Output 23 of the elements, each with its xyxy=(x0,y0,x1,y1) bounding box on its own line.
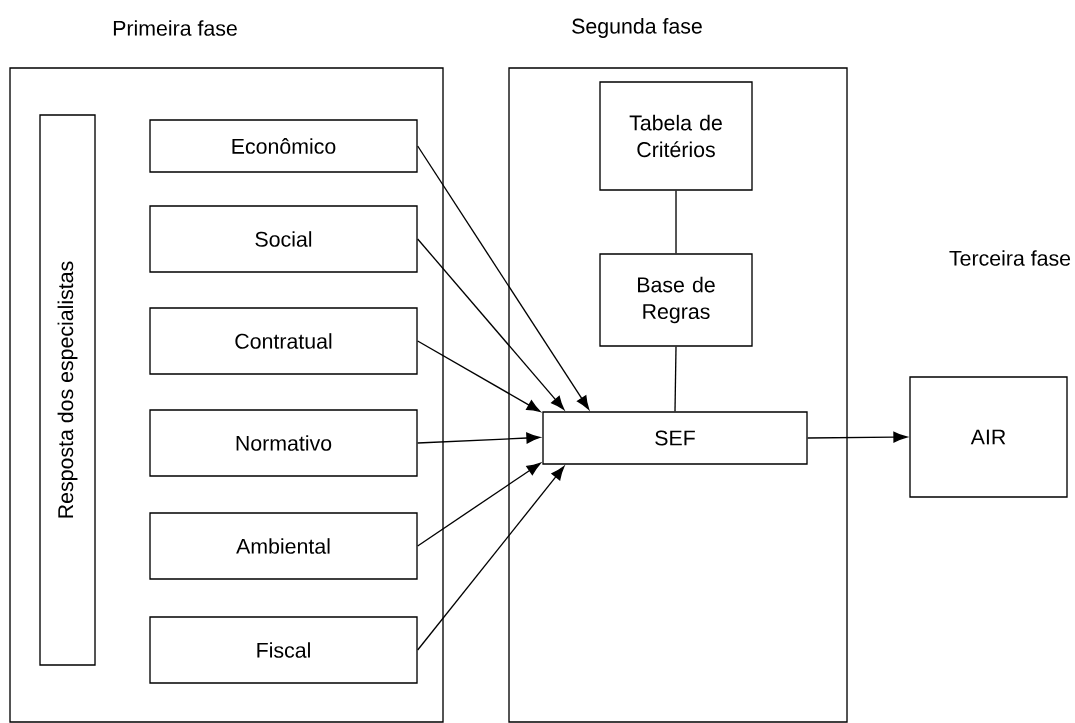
process-box: Ambiental xyxy=(149,512,418,580)
process-box: Econômico xyxy=(149,119,418,173)
phase-heading: Terceira fase xyxy=(949,250,1071,266)
process-box: Tabela de Critérios xyxy=(599,81,753,191)
process-box: Social xyxy=(149,205,418,273)
arrow xyxy=(417,145,590,410)
process-box: Base de Regras xyxy=(599,253,753,347)
arrow xyxy=(417,462,541,547)
arrow xyxy=(417,466,565,651)
arrow xyxy=(417,432,541,444)
node-label: Primeira fase xyxy=(113,20,237,36)
process-box: SEF xyxy=(542,411,808,465)
process-box: Fiscal xyxy=(149,616,418,684)
node-label: Segunda fase xyxy=(572,18,702,38)
connector-line xyxy=(674,346,677,412)
process-box: Contratual xyxy=(149,307,418,375)
connector-line xyxy=(675,190,677,254)
vertical-box: Resposta dos especialistas xyxy=(39,114,96,666)
arrow xyxy=(807,431,908,443)
arrow xyxy=(417,238,565,410)
process-box: AIR xyxy=(909,376,1068,498)
process-box: Normativo xyxy=(149,409,418,477)
arrow xyxy=(417,340,541,413)
